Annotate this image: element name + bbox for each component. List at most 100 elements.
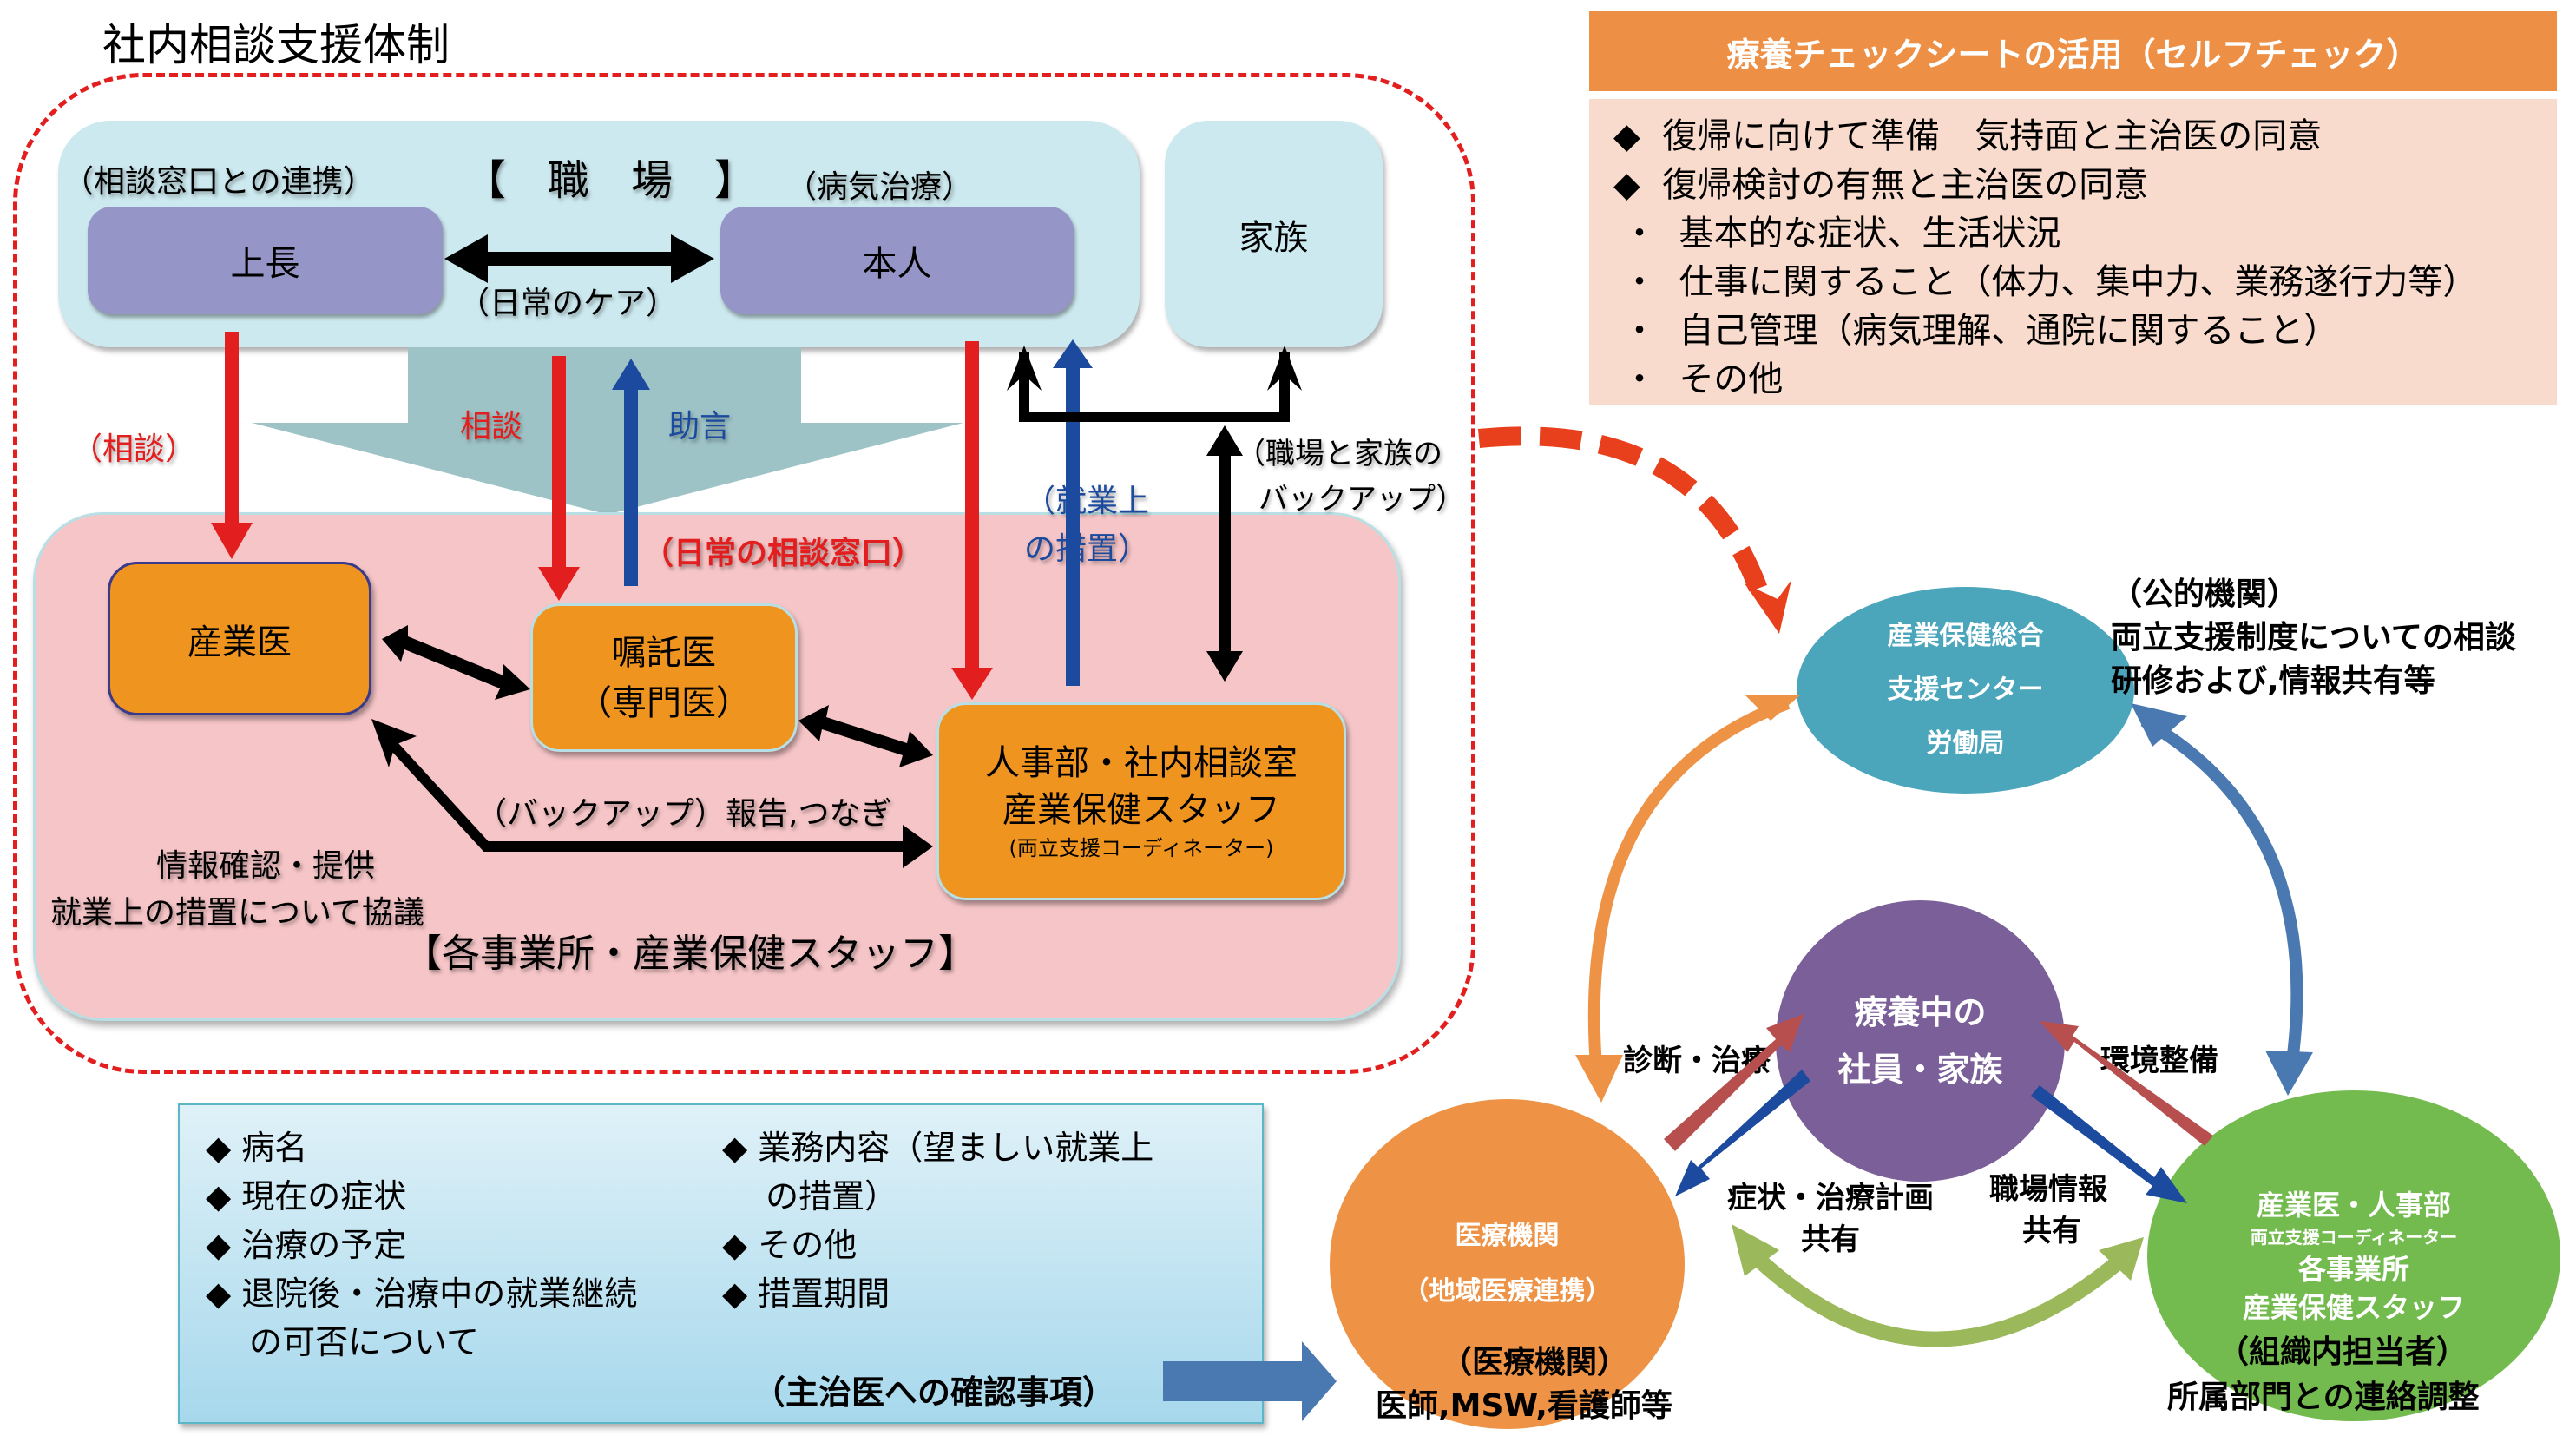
contract-physician-label: 嘱託医 — [612, 632, 716, 673]
medical-note-line1: （医療機関） — [1441, 1345, 1629, 1380]
backup-bracket-arrow — [1019, 352, 1290, 422]
support-center-line2: 支援センター — [1887, 675, 2044, 705]
checksheet-item: ◆ 復帰に向けて準備 気持面と主治医の同意 — [1613, 108, 2322, 158]
report-arrowhead-hr — [903, 825, 933, 868]
workplace-info-arrow — [2031, 1085, 2187, 1203]
public-note-line1: （公的機関） — [2111, 576, 2299, 612]
occupational-physician-box[interactable]: 産業医 — [108, 562, 371, 715]
doctor-confirmation-box: ◆ 病名 ◆ 現在の症状 ◆ 治療の予定 ◆ 退院後・治療中の就業継続 の可否に… — [178, 1103, 1264, 1424]
advice-label: 助言 — [668, 409, 732, 445]
backup-label-1: （職場と家族の — [1236, 437, 1442, 471]
checksheet-item-text: その他 — [1679, 359, 1784, 399]
company-line1: 産業医・人事部 — [2256, 1188, 2451, 1222]
backup-label-2: バックアップ） — [1258, 482, 1465, 517]
orange-dashed-curve-arrow — [1477, 426, 1771, 603]
backup-report-arrow — [386, 738, 903, 852]
dot-bullet-icon: ・ — [1622, 311, 1657, 351]
checklist-item: の措置） — [722, 1177, 898, 1215]
company-line4: 産業保健スタッフ — [2242, 1290, 2465, 1324]
family-box: 家族 — [1165, 121, 1383, 347]
hr-consultation-box[interactable]: 人事部・社内相談室 産業保健スタッフ (両立支援コーディネーター) — [936, 702, 1346, 900]
green-cycle-arrow — [1743, 1244, 2127, 1347]
hr-line1: 人事部・社内相談室 — [985, 743, 1298, 783]
contract-to-hr-double-arrow — [798, 705, 933, 767]
hr-coordinator-label: (両立支援コーディネーター) — [1009, 836, 1274, 860]
checklist-item: ◆ 業務内容（望ましい就業上 — [722, 1129, 1154, 1167]
bracket-arrowhead-family — [1267, 346, 1302, 391]
advice-arrow-up — [612, 359, 650, 586]
symptom-plan-label-1: 症状・治療計画 — [1727, 1181, 1934, 1215]
connector-shape — [252, 347, 963, 512]
self-to-hr-arrow — [951, 341, 993, 700]
hr-line2: 産業保健スタッフ — [1002, 790, 1280, 830]
orange-dashed-arrowhead — [1745, 580, 1791, 634]
work-measures-label-2: の措置） — [1024, 531, 1150, 567]
checklist-footer: （主治医への確認事項） — [752, 1373, 1116, 1412]
workplace-info-label-1: 職場情報 — [1989, 1172, 2107, 1207]
dot-bullet-icon: ・ — [1622, 214, 1657, 254]
illness-treatment-label: （病気治療） — [785, 169, 974, 205]
org-note-line2: 所属部門との連絡調整 — [2167, 1380, 2480, 1415]
ryoyo-checksheet-body: ◆ 復帰に向けて準備 気持面と主治医の同意 ◆ 復帰検討の有無と主治医の同意 ・… — [1589, 99, 2557, 405]
self-box[interactable]: 本人 — [720, 207, 1074, 314]
medical-line1: 医療機関 — [1455, 1221, 1560, 1251]
info-confirm-label: 情報確認・提供 — [156, 848, 376, 884]
blue-cycle-arrowhead-top — [2131, 703, 2187, 747]
daily-window-label: （日常の相談窓口） — [642, 536, 924, 571]
checklist-to-medical-arrow — [1163, 1341, 1337, 1421]
checksheet-item: ・ その他 — [1622, 351, 1783, 401]
consult-label: 相談 — [460, 409, 523, 445]
blue-cycle-arrow — [2140, 715, 2303, 1069]
bracket-arrowhead-self — [1007, 346, 1042, 391]
specialist-label: （専門医） — [577, 682, 751, 723]
boss-box[interactable]: 上長 — [88, 207, 443, 314]
checksheet-item-text: 仕事に関すること（体力、集中力、業務遂行力等） — [1679, 262, 2478, 302]
patient-circle[interactable]: 療養中の 社員・家族 — [1776, 900, 2065, 1182]
daily-care-label: （日常のケア） — [458, 286, 678, 321]
medical-institution-circle[interactable]: 医療機関 （地域医療連携） — [1330, 1099, 1685, 1429]
support-center-line3: 労働局 — [1926, 728, 2005, 759]
report-arrowhead-physician — [371, 719, 417, 767]
company-staff-circle[interactable]: 産業医・人事部 両立支援コーディネーター 各事業所 産業保健スタッフ — [2147, 1090, 2560, 1421]
ryoyo-checksheet-title: 療養チェックシートの活用（セルフチェック） — [1726, 35, 2420, 74]
medical-note-line2: 医師,MSW,看護師等 — [1376, 1388, 1672, 1424]
checksheet-item-text: 自己管理（病気理解、通院に関すること） — [1679, 311, 2339, 351]
workplace-info-label-2: 共有 — [2022, 1214, 2081, 1248]
work-measures-arrow-up — [1053, 339, 1093, 686]
consult-arrow-boss-to-physician — [211, 332, 253, 559]
checklist-item: ◆ その他 — [722, 1226, 858, 1264]
internal-support-frame — [13, 73, 1475, 1074]
consult-arrow-to-contract-physician — [538, 356, 580, 601]
checksheet-item: ◆ 復帰検討の有無と主治医の同意 — [1613, 156, 2148, 207]
daily-care-double-arrow — [444, 234, 714, 283]
diamond-bullet-icon: ◆ — [1613, 165, 1640, 205]
checksheet-item: ・ 基本的な症状、生活状況 — [1622, 205, 2060, 255]
contract-physician-box[interactable]: 嘱託医 （専門医） — [530, 603, 798, 752]
workplace-heading: 【 職 場 】 — [464, 156, 757, 205]
checksheet-item: ・ 自己管理（病気理解、通院に関すること） — [1622, 302, 2338, 352]
occupational-physician-label: 産業医 — [187, 622, 292, 662]
backup-report-label: （バックアップ）報告,つなぎ — [476, 796, 892, 832]
green-cycle-arrowhead-left — [1732, 1224, 1779, 1276]
consult-paren-label: （相談） — [71, 431, 197, 467]
patient-line1: 療養中の — [1854, 993, 1987, 1031]
medical-line2: （地域医療連携） — [1403, 1276, 1612, 1307]
work-measures-label-1: （就業上 — [1024, 484, 1150, 519]
office-heading: 【各事業所・産業保健スタッフ】 — [404, 932, 976, 976]
orange-cycle-arrowhead-bottom — [1575, 1055, 1623, 1103]
company-line3: 各事業所 — [2297, 1252, 2409, 1286]
checklist-item: ◆ 措置期間 — [722, 1275, 890, 1313]
backup-double-arrow — [1206, 425, 1243, 682]
checklist-item: ◆ 治療の予定 — [206, 1226, 407, 1264]
support-center-circle[interactable]: 産業保健総合 支援センター 労働局 — [1797, 587, 2134, 794]
page-title: 社内相談支援体制 — [102, 20, 450, 70]
public-note-line2: 両立支援制度についての相談 — [2111, 620, 2516, 655]
self-label: 本人 — [862, 244, 932, 284]
support-center-line1: 産業保健総合 — [1887, 621, 2044, 651]
ryoyo-checksheet-header: 療養チェックシートの活用（セルフチェック） — [1589, 11, 2557, 91]
company-line2: 両立支援コーディネーター — [2250, 1226, 2458, 1248]
orange-cycle-arrowhead-top — [1745, 695, 1801, 721]
checklist-item: ◆ 退院後・治療中の就業継続 — [206, 1275, 638, 1313]
checksheet-item-text: 復帰検討の有無と主治医の同意 — [1662, 165, 2149, 205]
